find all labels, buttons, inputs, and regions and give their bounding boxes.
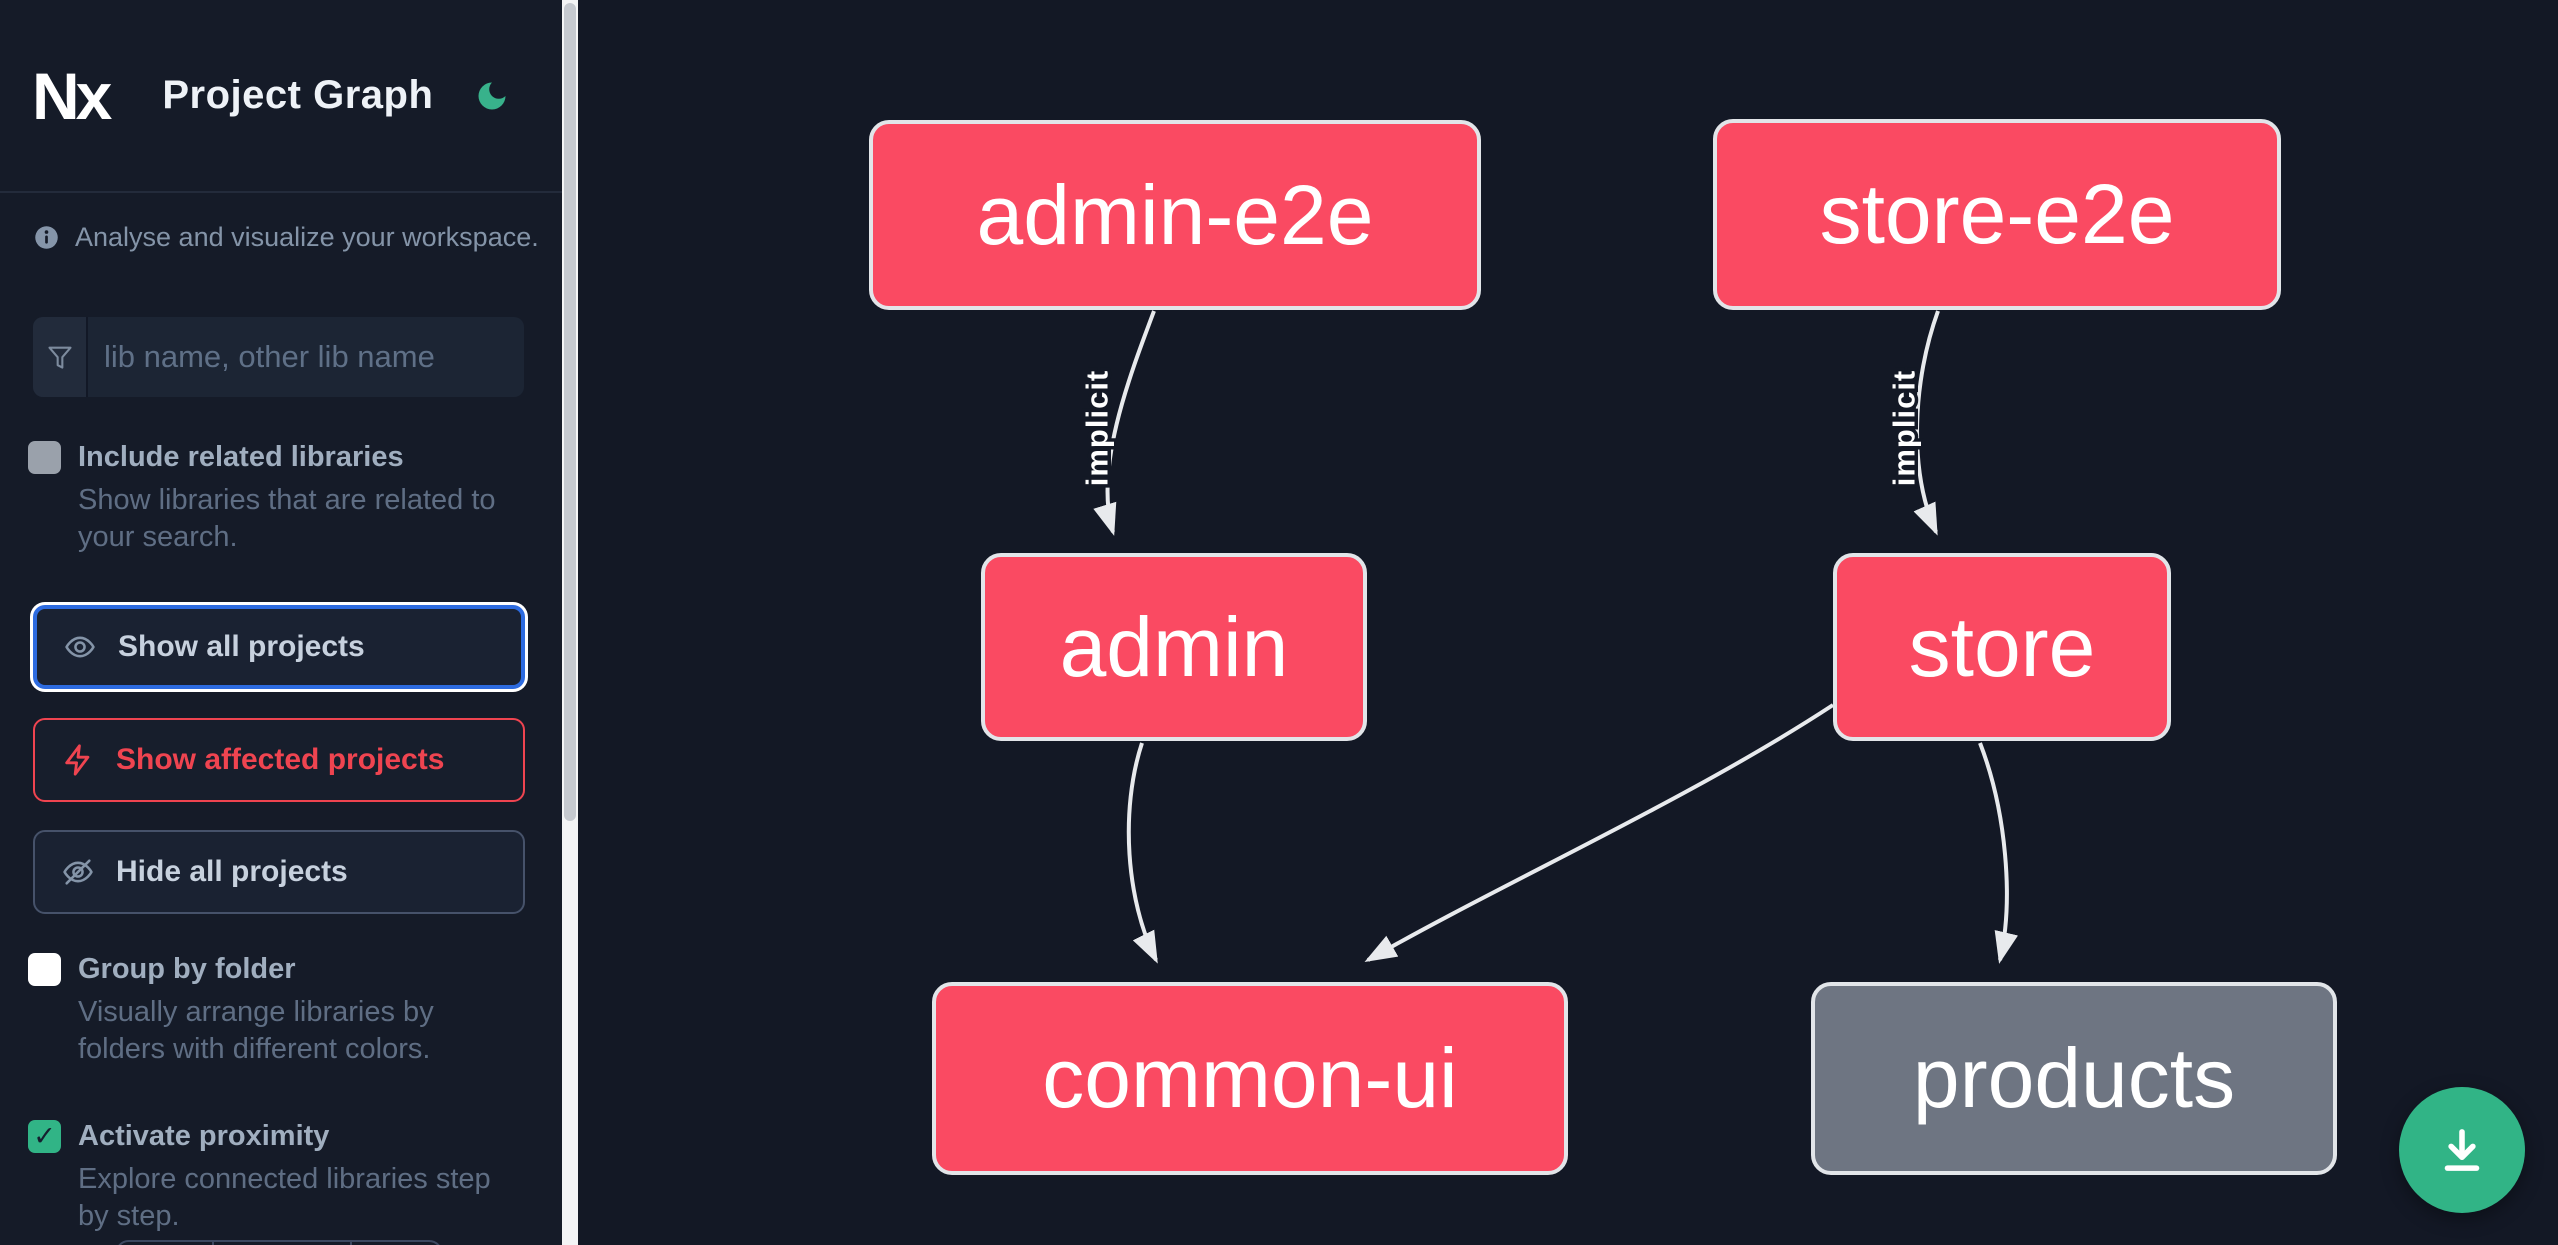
node-label: common-ui [1042, 1031, 1458, 1125]
graph-node-store[interactable]: store [1833, 553, 2171, 741]
group-by-folder-checkbox[interactable] [28, 953, 61, 986]
checkbox-label[interactable]: Include related libraries [78, 441, 404, 473]
bolt-icon [65, 744, 90, 776]
button-label: Show all projects [118, 630, 365, 663]
checkbox-label[interactable]: Activate proximity [78, 1120, 330, 1152]
show-all-projects-button[interactable]: Show all projects [33, 605, 525, 689]
workspace-tagline-row: Analyse and visualize your workspace. [33, 222, 539, 253]
download-icon [2444, 1129, 2480, 1171]
group-by-folder-row: Group by folder Visually arrange librari… [28, 952, 498, 1068]
checkbox-description: Visually arrange libraries by folders wi… [78, 996, 434, 1065]
segment-button[interactable] [350, 1242, 441, 1245]
graph-node-products[interactable]: products [1811, 982, 2337, 1175]
activate-proximity-row: ✓ Activate proximity Explore connected l… [28, 1119, 498, 1235]
sidebar-scrollbar-track[interactable] [562, 0, 578, 1245]
edge-store-to-products[interactable] [1978, 742, 2019, 964]
moon-icon[interactable] [474, 78, 510, 114]
download-graph-button[interactable] [2399, 1087, 2525, 1213]
graph-edges-layer: implicit implicit [1076, 310, 2019, 964]
graph-node-admin-e2e[interactable]: admin-e2e [869, 120, 1481, 310]
edge-label-implicit: implicit [1887, 370, 1922, 487]
sidebar: Nx Project Graph Analyse and visualize y… [0, 0, 562, 1245]
search-box [33, 317, 524, 397]
filter-icon [33, 317, 88, 397]
workspace-tagline: Analyse and visualize your workspace. [75, 222, 539, 252]
nx-logo: Nx [32, 58, 112, 133]
sidebar-header: Nx Project Graph [0, 0, 562, 193]
include-related-libraries-row: Include related libraries Show libraries… [28, 440, 498, 556]
show-affected-projects-button[interactable]: Show affected projects [33, 718, 525, 802]
node-label: admin-e2e [976, 167, 1374, 262]
node-label: store [1908, 599, 2096, 694]
activate-proximity-checkbox[interactable]: ✓ [28, 1120, 61, 1153]
eye-off-icon [63, 859, 93, 885]
sidebar-scrollbar-thumb[interactable] [564, 3, 576, 821]
node-label: products [1912, 1031, 2236, 1125]
graph-node-common-ui[interactable]: common-ui [932, 982, 1568, 1175]
checkbox-label[interactable]: Group by folder [78, 953, 296, 985]
node-label: admin [1059, 599, 1289, 694]
edge-filter-segmented-control [115, 1240, 443, 1245]
page-title: Project Graph [162, 73, 434, 117]
checkbox-description: Show libraries that are related to your … [78, 484, 496, 553]
include-related-libraries-checkbox[interactable] [28, 441, 61, 474]
edge-store-to-common-ui[interactable] [1364, 703, 1835, 962]
edge-store-e2e-to-store[interactable] [1913, 310, 1940, 536]
eye-icon [65, 636, 95, 658]
node-label: store-e2e [1819, 167, 2175, 261]
search-input[interactable] [88, 317, 524, 397]
graph-node-store-e2e[interactable]: store-e2e [1713, 119, 2281, 310]
button-label: Hide all projects [116, 855, 348, 888]
edge-admin-to-common-ui[interactable] [1126, 742, 1158, 964]
edge-admin-e2e-to-admin[interactable] [1093, 310, 1156, 536]
button-label: Show affected projects [116, 743, 445, 776]
edge-label-implicit: implicit [1080, 370, 1115, 487]
segment-button[interactable] [212, 1242, 350, 1245]
graph-node-admin[interactable]: admin [981, 553, 1367, 741]
hide-all-projects-button[interactable]: Hide all projects [33, 830, 525, 914]
info-icon [35, 226, 58, 249]
graph-canvas[interactable]: implicit implicit admin-e2e store-e2e ad… [578, 0, 2558, 1245]
checkbox-description: Explore connected libraries step by step… [78, 1163, 491, 1232]
